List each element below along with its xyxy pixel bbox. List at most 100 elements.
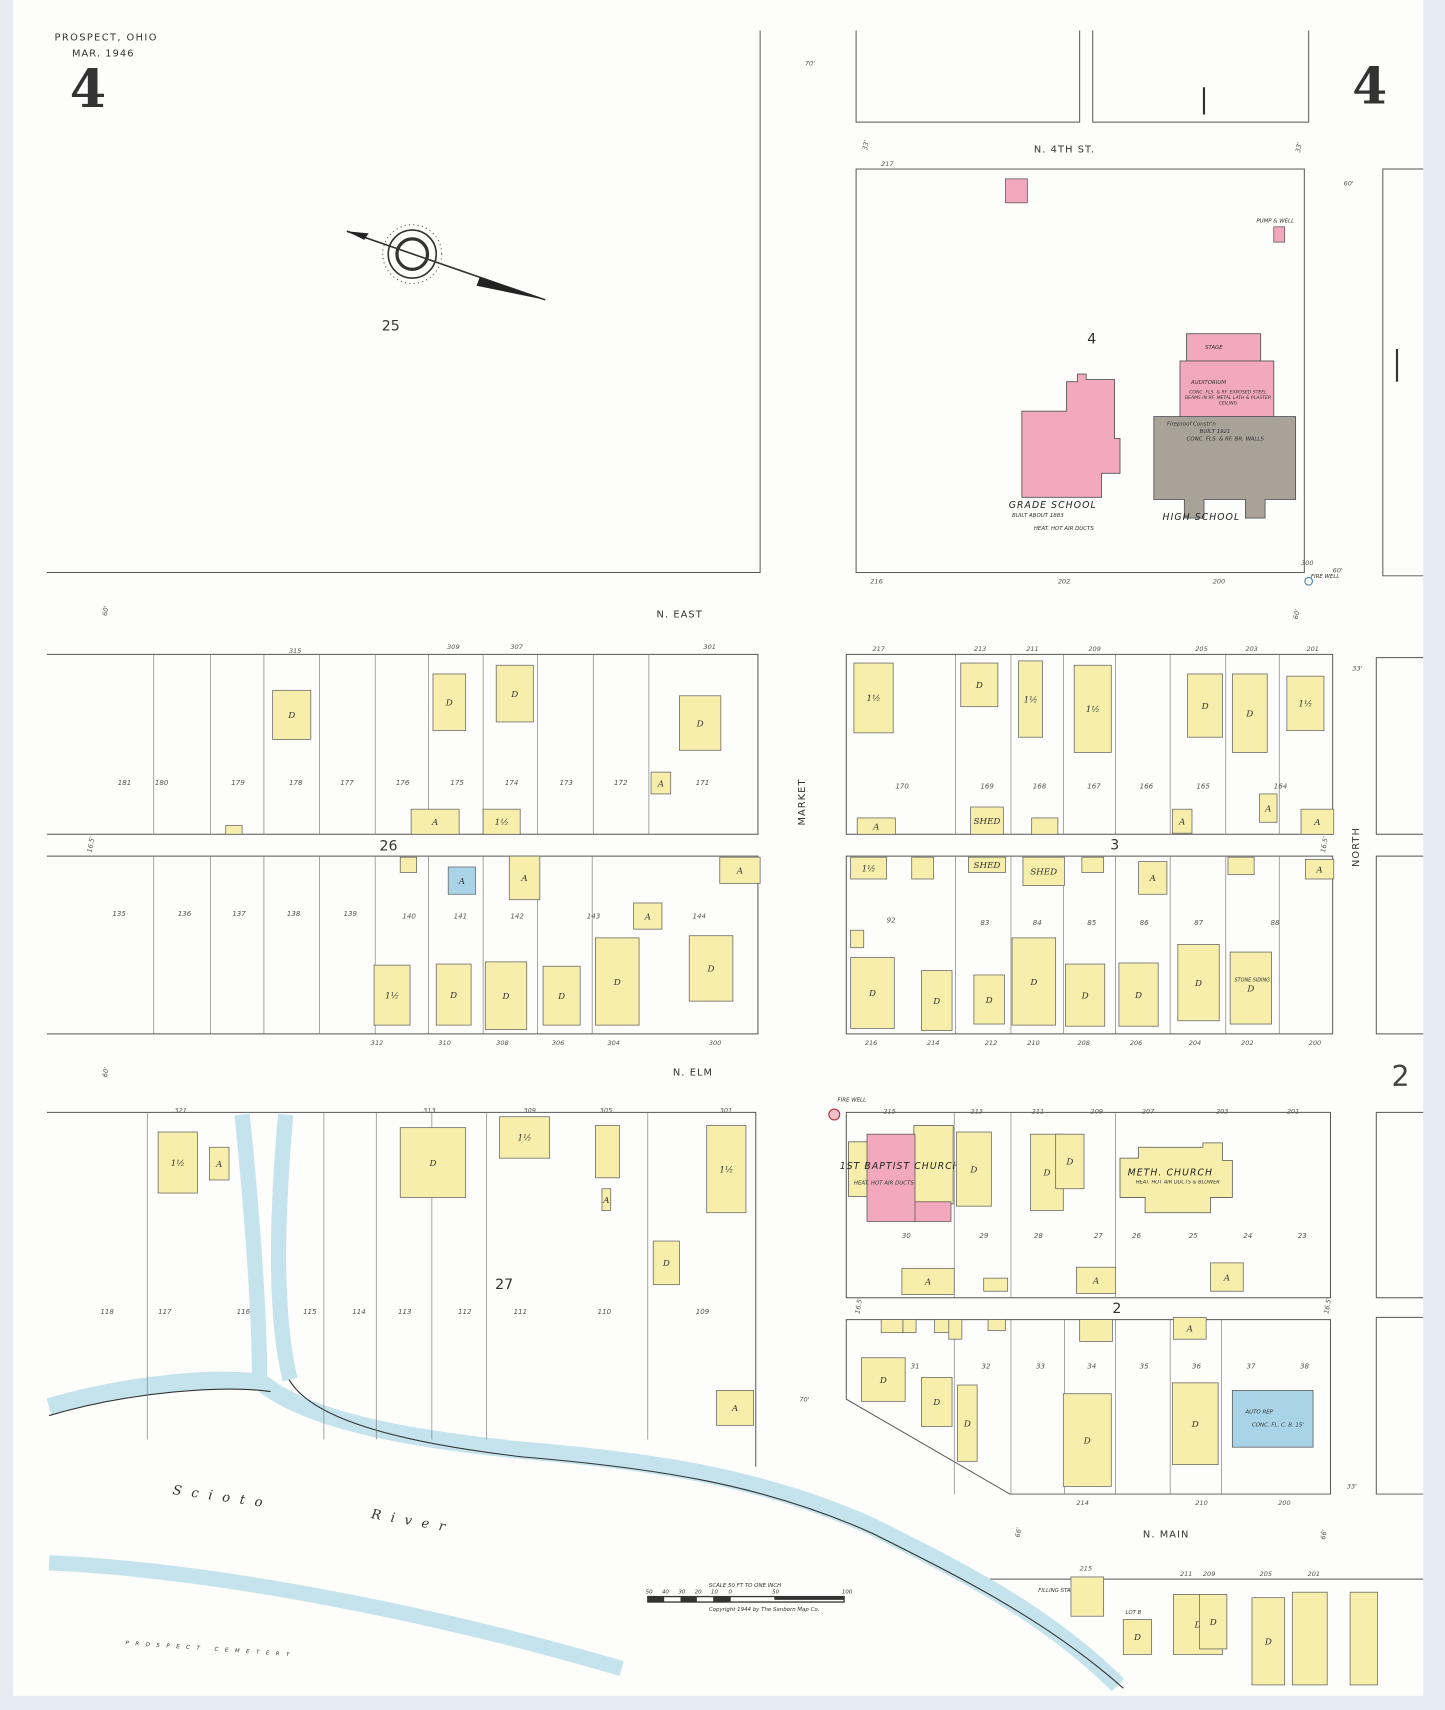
building-mark: SHED	[973, 861, 1000, 871]
block-right-low	[1375, 1111, 1424, 1495]
dwelling	[1305, 858, 1335, 880]
building-mark: A	[1178, 817, 1185, 827]
alley-width: 16.5'	[86, 835, 97, 853]
house-number: 213	[971, 1107, 983, 1115]
dwelling	[861, 1357, 906, 1402]
dwelling	[880, 1319, 904, 1334]
building-mark: D	[1042, 1169, 1050, 1179]
building-mark: A	[1315, 865, 1322, 875]
building-mark: A	[1313, 818, 1320, 828]
building-mark: A	[458, 877, 465, 887]
lot-number: 24	[1243, 1231, 1252, 1240]
dwelling	[902, 1319, 917, 1334]
dwelling	[1231, 673, 1268, 753]
map-date: MAR. 1946	[72, 49, 135, 60]
lot-number: 174	[505, 778, 519, 787]
scale-tick-label: 100	[842, 1589, 853, 1595]
dwelling	[1076, 1266, 1117, 1294]
filling-station-label: FILLING STA.	[1038, 1588, 1072, 1594]
dwelling	[987, 1319, 1006, 1331]
dwelling	[1081, 856, 1105, 873]
lot-number: 137	[232, 909, 246, 918]
outbuilding	[1005, 178, 1028, 204]
building-mark: 1½	[867, 693, 881, 704]
dwelling	[1227, 856, 1255, 876]
house-number: 214	[1076, 1499, 1088, 1507]
house-number: 210	[1027, 1039, 1039, 1047]
methodist-church: METH. CHURCH HEAT. HOT AIR DUCTS & BLOWE…	[1119, 1142, 1233, 1214]
street-width: 60'	[101, 605, 111, 617]
dwelling	[716, 1390, 754, 1426]
stage-label: STAGE	[1205, 345, 1223, 351]
building-mark: D	[445, 699, 453, 709]
block-27-boundary	[46, 1111, 757, 1467]
lot-number: 175	[450, 778, 464, 787]
lot-number: 168	[1033, 781, 1047, 790]
building-mark: D	[428, 1159, 436, 1169]
city-title: PROSPECT, OHIO	[55, 32, 158, 43]
lot-number: 92	[887, 916, 897, 925]
building-mark: A	[602, 1196, 609, 1206]
house-number: 301	[703, 643, 715, 651]
grade-school-built: BUILT ABOUT 1883	[1012, 513, 1064, 519]
dwelling	[435, 963, 472, 1026]
dwelling	[542, 965, 581, 1026]
lot-number: 173	[559, 778, 573, 787]
block-number-2: 2	[1112, 1301, 1121, 1317]
dwelling	[1073, 664, 1112, 753]
lot-number: 179	[231, 778, 245, 787]
block-4-boundary	[855, 168, 1305, 574]
building-mark: D	[613, 978, 621, 988]
building-mark: D	[557, 992, 565, 1002]
house-number: 305	[600, 1106, 612, 1114]
building-mark: D	[1191, 1420, 1199, 1430]
lot-number: 116	[237, 1307, 251, 1316]
lot-number: 29	[979, 1231, 989, 1240]
lot-number: 110	[598, 1307, 612, 1316]
lot-number: 171	[696, 778, 710, 787]
dwelling	[1177, 944, 1220, 1022]
lot-number: 167	[1087, 781, 1101, 790]
baptist-church-label: 1ST BAPTIST CHURCH	[840, 1161, 961, 1172]
lot-number: 87	[1194, 918, 1204, 927]
house-number: 215	[1080, 1564, 1092, 1572]
dwelling	[1286, 675, 1325, 732]
building-mark: A	[644, 912, 651, 922]
fireproof-label: Fireproof Constr'n	[1167, 421, 1216, 427]
dwelling	[1031, 817, 1059, 835]
dwelling	[957, 1384, 978, 1462]
lot-number: 164	[1274, 781, 1288, 790]
grade-school: GRADE SCHOOL BUILT ABOUT 1883 HEAT. HOT …	[1009, 373, 1121, 532]
lot-number: 140	[402, 911, 416, 920]
building-mark: A	[431, 818, 438, 828]
house-number: 213	[974, 645, 986, 653]
house-number: 306	[552, 1039, 564, 1047]
house-number: 201	[1308, 1570, 1320, 1578]
lot-number: 178	[289, 778, 303, 787]
lot-number: 112	[458, 1307, 472, 1316]
grade-school-label: GRADE SCHOOL	[1009, 500, 1097, 511]
dwelling	[1171, 1382, 1219, 1466]
street-width: 66'	[1319, 1529, 1329, 1541]
house-number: 217	[881, 160, 894, 168]
building-mark: D	[1065, 1158, 1073, 1168]
building-mark: D	[975, 681, 983, 691]
building-mark: SHED	[973, 817, 1000, 827]
house-number: 321	[174, 1106, 186, 1114]
street-n-east: N. EAST	[657, 609, 703, 620]
building-mark: A	[1223, 1273, 1230, 1283]
fire-well-icon	[1304, 576, 1314, 586]
street-width: 33'	[1294, 141, 1304, 153]
building-mark: A	[1092, 1277, 1099, 1287]
house-number: 211	[1026, 645, 1038, 653]
lot-number: 115	[303, 1307, 317, 1316]
street-market: MARKET	[797, 778, 808, 825]
auditorium-label: AUDITORIUM	[1190, 380, 1226, 386]
street-width: 33'	[1347, 1483, 1357, 1491]
house-number: 205	[1195, 645, 1207, 653]
building-mark: 1½	[385, 990, 399, 1001]
built-label: BUILT 1921	[1200, 429, 1231, 435]
dwelling	[911, 856, 934, 880]
compass-rose-icon	[346, 224, 546, 301]
scale-tick-label: 0	[728, 1589, 732, 1595]
